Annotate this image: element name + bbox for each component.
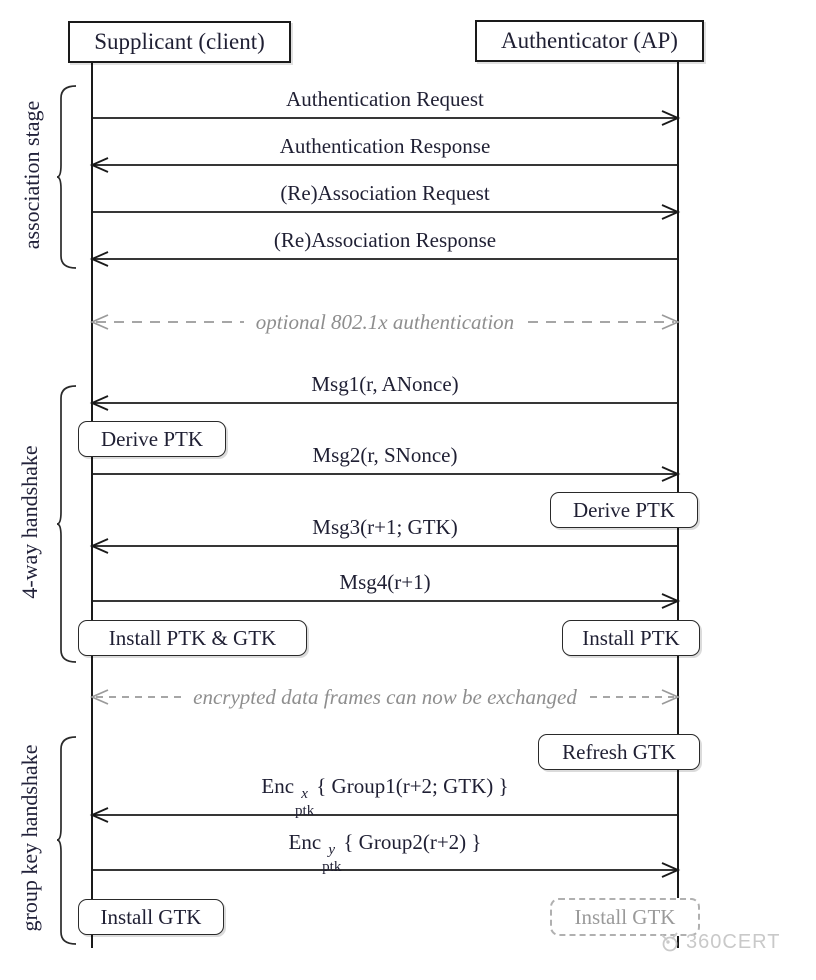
message-auth-response: Authentication Response (279, 134, 491, 158)
groupkey-handshake-brace (56, 736, 77, 945)
message-assoc-response: (Re)Association Response (273, 228, 497, 252)
watermark-text: 360CERT (686, 930, 781, 953)
group2-superscript: y (328, 842, 336, 858)
group1-subscript: ptk (295, 803, 315, 819)
360cert-logo-icon (661, 932, 678, 952)
message-msg4: Msg4(r+1) (339, 570, 431, 594)
stage-label-association: association stage (19, 100, 44, 250)
stage-label-groupkey: group key handshake (17, 744, 42, 932)
stage-label-fourway: 4-way handshake (17, 445, 42, 599)
state-install-gtk-supplicant: Install GTK (78, 899, 224, 935)
state-install-ptk-gtk: Install PTK & GTK (78, 620, 307, 656)
fourway-handshake-brace (56, 385, 77, 663)
message-msg3: Msg3(r+1; GTK) (312, 515, 458, 539)
state-install-ptk: Install PTK (562, 620, 700, 656)
message-auth-request: Authentication Request (286, 87, 484, 111)
association-stage-brace (56, 85, 77, 269)
group2-subscript: ptk (322, 859, 342, 875)
state-derive-ptk-supplicant: Derive PTK (78, 421, 226, 457)
message-assoc-request: (Re)Association Request (280, 181, 490, 205)
watermark: 360CERT (658, 930, 780, 954)
stage-braces (56, 85, 77, 945)
state-refresh-gtk: Refresh GTK (538, 734, 700, 770)
note-optional-8021x: optional 802.1x authentication (92, 308, 678, 336)
actor-authenticator: Authenticator (AP) (475, 20, 704, 62)
group1-superscript: x (301, 786, 308, 802)
message-msg2: Msg2(r, SNonce) (312, 443, 458, 467)
message-arrows (89, 110, 681, 878)
actor-supplicant: Supplicant (client) (68, 21, 291, 63)
state-install-gtk-authenticator-pending: Install GTK (550, 898, 700, 936)
message-msg1: Msg1(r, ANonce) (311, 372, 459, 396)
note-encrypted-frames: encrypted data frames can now be exchang… (92, 683, 678, 711)
state-derive-ptk-authenticator: Derive PTK (550, 492, 698, 528)
